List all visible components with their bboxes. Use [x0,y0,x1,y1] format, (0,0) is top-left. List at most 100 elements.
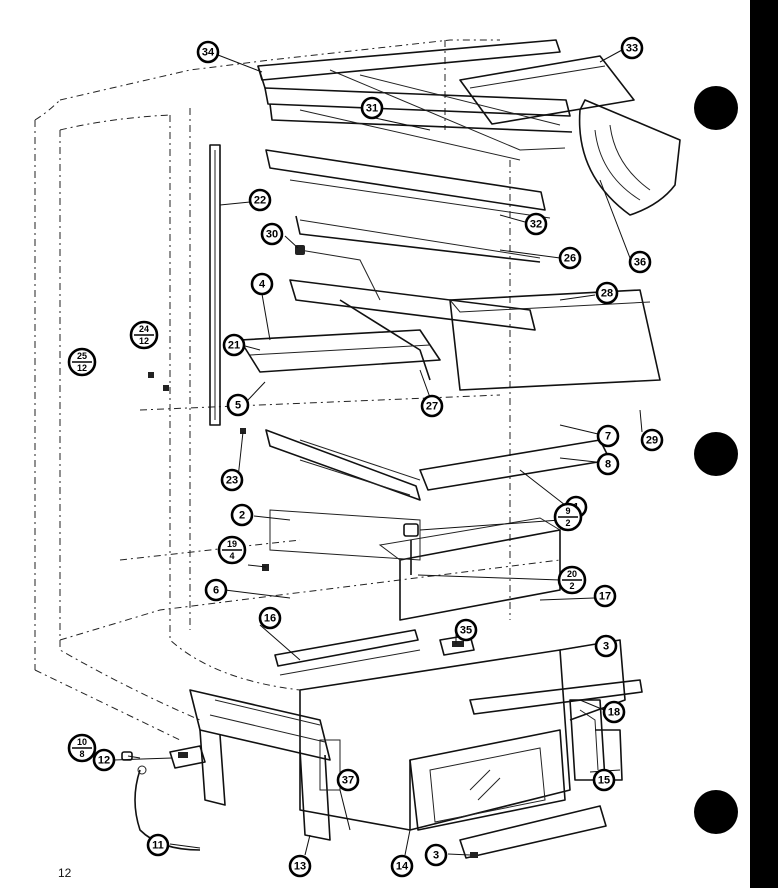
callout-label: 3 [603,641,609,653]
callout-circle [288,854,312,878]
punch-hole-middle [694,432,738,476]
shelf-frame-1 [265,429,611,501]
top-bracket-assembly [257,39,573,263]
drawer-17 [378,517,561,621]
callout-label: 13 [294,861,306,873]
callout-circle [620,36,644,60]
callout-26: 26 [558,246,582,270]
callout-circle [593,584,617,608]
callout-circle [196,40,220,64]
callout-label: 2 [239,510,245,522]
shelf-5 [239,329,441,373]
glass-shelf-33 [459,55,635,125]
callout-circle [640,428,664,452]
callout-13: 13 [288,854,312,878]
callout-label: 8 [605,459,611,471]
fraction-top: 19 [227,539,237,549]
fraction-callout-9-2: 92 [553,502,583,532]
callout-label: 21 [228,340,240,352]
rail-18 [469,679,643,715]
callout-5: 5 [226,393,250,417]
callout-circle [596,424,620,448]
callout-label: 16 [264,613,276,625]
callout-label: 22 [254,195,266,207]
callout-label: 18 [608,707,620,719]
fraction-top: 25 [77,351,87,361]
callout-label: 17 [599,591,611,603]
callout-14: 14 [390,854,414,878]
callout-circle [628,250,652,274]
callout-label: 5 [235,400,241,412]
leader-lines [113,49,643,856]
fraction-bottom: 12 [77,363,87,373]
punch-hole-top [694,86,738,130]
callout-circle [226,393,250,417]
callout-label: 32 [530,219,542,231]
callout-circle [592,768,616,792]
shelf-frame-27 [289,249,536,381]
callout-22: 22 [248,188,272,212]
callout-label: 31 [366,103,378,115]
callout-circle [220,468,244,492]
fraction-top: 9 [565,506,570,516]
callout-18: 18 [602,700,626,724]
callout-circle [596,452,620,476]
curved-guard-36 [578,99,681,216]
punch-hole-bottom [694,790,738,834]
callout-label: 27 [426,401,438,413]
callout-label: 23 [226,475,238,487]
callout-circle [146,833,170,857]
callout-17: 17 [593,584,617,608]
rail-16 [274,629,421,676]
callout-label: 6 [213,585,219,597]
callout-circle [92,748,116,772]
callout-32: 32 [524,212,548,236]
switch-12 [169,745,206,769]
vertical-strip-22 [209,144,221,426]
drawer-slide-13 [189,689,341,841]
callout-label: 3 [433,850,439,862]
callout-circle [230,503,254,527]
callout-2: 2 [230,503,254,527]
callout-label: 36 [634,257,646,269]
callout-label: 7 [605,431,611,443]
callout-6: 6 [204,578,228,602]
callout-label: 12 [98,755,110,767]
fraction-top: 20 [567,569,577,579]
fraction-bottom: 4 [229,551,234,561]
bottom-drawer-14 [299,639,626,831]
crisper-28 [449,289,661,391]
callout-27: 27 [420,394,444,418]
fraction-callout-19-4: 194 [217,535,247,565]
fraction-callout-20-2: 202 [557,565,587,595]
cabinet-liner [34,39,561,741]
bottom-trim-3 [459,805,607,859]
callout-circle [454,618,478,642]
callout-circle [424,843,448,867]
callout-23: 23 [220,468,244,492]
callout-circle [594,634,618,658]
callout-label: 11 [152,840,164,852]
callout-label: 30 [266,229,278,241]
callout-11: 11 [146,833,170,857]
callout-label: 33 [626,43,638,55]
callout-circle [336,768,360,792]
callout-label: 28 [601,288,613,300]
fraction-bottom: 2 [569,581,574,591]
fasteners [121,245,478,858]
callout-circle [524,212,548,236]
callout-8: 8 [596,452,620,476]
callout-label: 14 [396,861,409,873]
callout-35: 35 [454,618,478,642]
callout-7: 7 [596,424,620,448]
callout-28: 28 [595,281,619,305]
callout-15: 15 [592,768,616,792]
callout-circle [258,606,282,630]
fraction-callout-10-8: 108 [67,733,97,763]
callout-label: 15 [598,775,610,787]
callout-label: 37 [342,775,354,787]
callout-16: 16 [258,606,282,630]
